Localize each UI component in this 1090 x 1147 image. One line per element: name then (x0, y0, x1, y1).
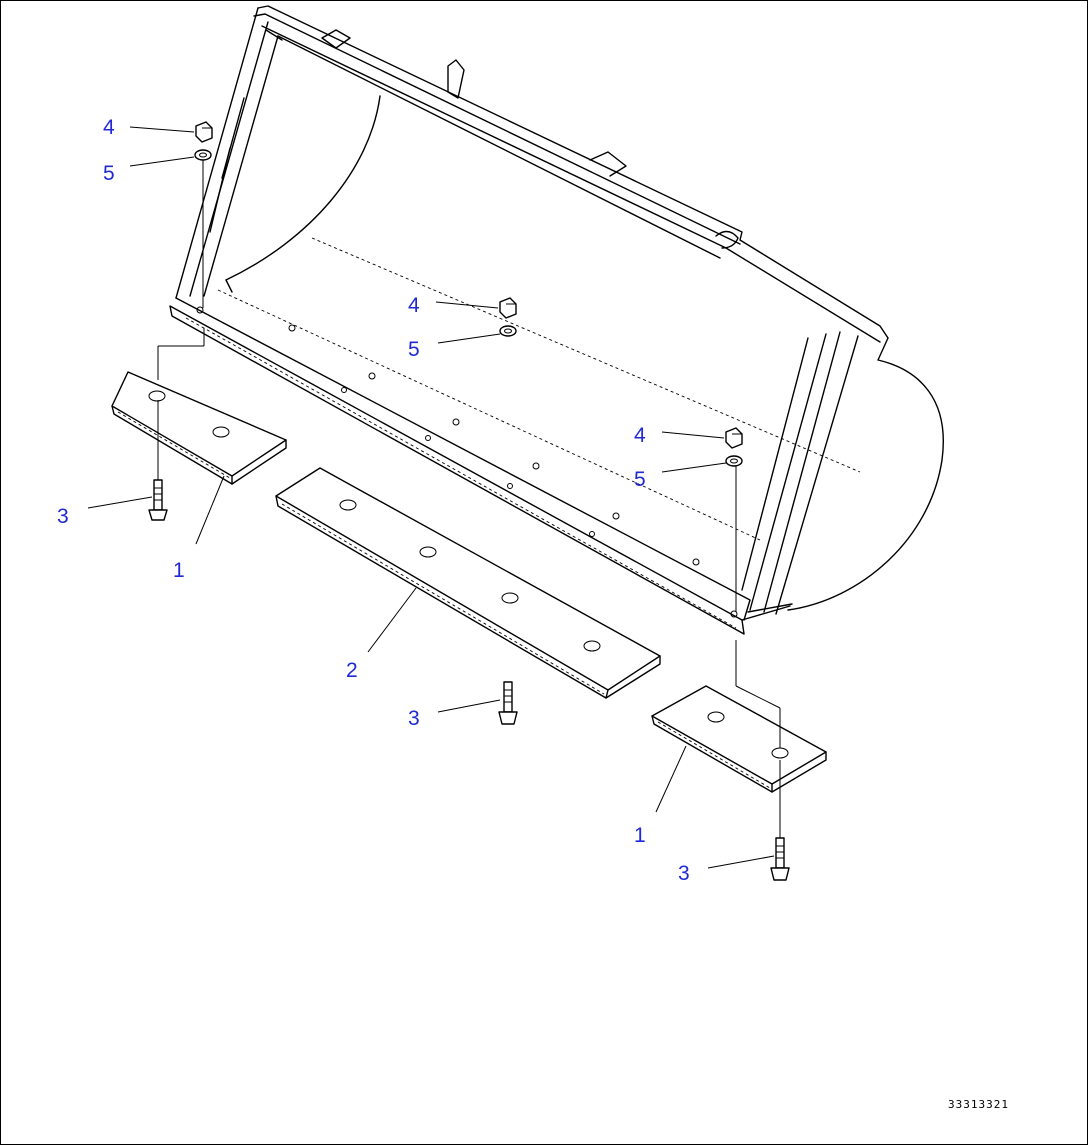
callout-3-left: 3 (57, 505, 69, 528)
callout-5-center: 5 (408, 338, 420, 361)
nut-part-4-right (725, 427, 743, 449)
bolt-part-3-right (770, 837, 790, 881)
assembly-lines (157, 160, 781, 838)
callout-3-right: 3 (678, 862, 690, 885)
bucket-body (169, 5, 944, 635)
bolt-part-3-center (498, 681, 518, 725)
washer-part-5-center (499, 325, 517, 337)
washer-part-5-left (194, 149, 212, 161)
callout-1-right: 1 (634, 824, 646, 847)
callout-5-right: 5 (634, 468, 646, 491)
callout-2-center: 2 (346, 659, 358, 682)
nut-part-4-center (499, 297, 517, 319)
leader-lines (87, 126, 775, 869)
callout-labels: 4 5 4 5 4 5 3 1 2 3 1 3 (57, 116, 690, 885)
callout-4-center: 4 (408, 294, 420, 317)
washer-part-5-right (725, 455, 743, 467)
callout-1-left: 1 (173, 559, 185, 582)
part-2-center-edge-piece (275, 467, 661, 699)
nut-part-4-left (195, 121, 213, 143)
part-1-left-edge-piece (111, 371, 287, 485)
part-1-right-edge-piece (651, 685, 827, 793)
callout-5-top-left: 5 (103, 162, 115, 185)
drawing-code: 33313321 (948, 1098, 1009, 1111)
callout-4-top-left: 4 (103, 116, 115, 139)
callout-4-right: 4 (634, 424, 646, 447)
bolt-part-3-left (148, 479, 168, 521)
edge-bolt-holes (196, 306, 738, 618)
callout-3-center: 3 (408, 707, 420, 730)
